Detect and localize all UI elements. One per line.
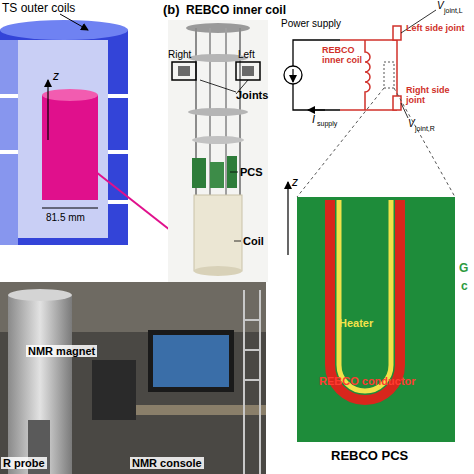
coil-body	[0, 30, 128, 245]
leader-line	[200, 80, 236, 92]
figure-label: Coil	[243, 235, 264, 247]
plate	[192, 136, 244, 144]
leader-line	[234, 241, 241, 242]
figure-label: R probe	[1, 457, 47, 469]
circuit	[284, 10, 455, 197]
figure-label: NMR console	[130, 457, 204, 469]
figure-label: G	[459, 262, 468, 275]
z-axis	[287, 182, 288, 255]
lab-photo	[0, 282, 266, 474]
joint-symbol	[393, 96, 401, 110]
figure-label: V	[408, 118, 415, 129]
joint-frame	[172, 62, 196, 80]
dimension-line	[42, 208, 98, 209]
figure-label: supply	[317, 120, 337, 128]
magnet-top	[8, 289, 72, 301]
coil-gap	[0, 94, 18, 98]
figure-label: 81.5 mm	[46, 212, 85, 223]
figure-label: V	[437, 0, 444, 11]
figure-label: PCS	[240, 166, 263, 178]
coil-bobbin	[194, 195, 242, 271]
figure-label: (b)	[163, 3, 180, 17]
node-heading: REBCO PCS	[331, 449, 408, 463]
current-source	[284, 66, 302, 84]
wire	[293, 84, 340, 110]
joint-symbol	[393, 26, 401, 40]
pcs-callout-box	[384, 62, 394, 88]
figure-label: REBCO inner coil	[322, 46, 364, 66]
figure-label: REBCO inner coil	[186, 4, 286, 17]
figure-label: I	[312, 113, 315, 125]
photo-background	[168, 20, 268, 282]
ladder	[244, 349, 260, 351]
joint	[178, 66, 190, 76]
coil-top	[0, 20, 128, 40]
insert-photo	[168, 20, 268, 282]
photo-background	[0, 282, 266, 474]
coil-gap	[108, 94, 128, 98]
wire	[340, 109, 397, 111]
figure-label: Power supply	[281, 18, 341, 29]
figure-label: z	[53, 70, 59, 83]
pcs-block	[192, 158, 206, 188]
inner-coil-cylinder	[42, 95, 98, 200]
figure-label: joint,L	[444, 7, 463, 15]
monitor	[148, 330, 234, 392]
inner-coil-top	[42, 89, 98, 101]
figure-label: Right side joint	[406, 86, 466, 106]
console-rack	[92, 360, 136, 420]
monitor-screen	[153, 335, 229, 387]
ladder	[259, 290, 261, 474]
figure-label: Right	[168, 49, 191, 60]
plate	[188, 108, 248, 116]
inductor-symbol	[365, 40, 370, 110]
z-axis	[47, 80, 48, 140]
joint-frame	[236, 62, 260, 80]
part-label: REBCO conductor	[319, 375, 416, 387]
coil-gap	[0, 150, 18, 154]
part-label: Heater	[339, 317, 373, 329]
figure-label: Left side joint	[406, 24, 466, 34]
current-arrow	[308, 109, 325, 110]
figure-label: joint,R	[415, 125, 435, 133]
ladder	[244, 379, 260, 381]
leader-line	[230, 172, 238, 173]
ladder	[243, 290, 245, 474]
callout-line	[297, 88, 384, 197]
pcs-case: HeaterREBCO conductorREBCO PCS	[297, 197, 455, 442]
coil-gap	[108, 150, 128, 154]
figure-label: z	[292, 176, 298, 189]
magnet-cryostat	[8, 295, 72, 474]
pcs-block	[210, 162, 224, 188]
figure-label: TS outer coils	[2, 2, 75, 15]
coil-bore	[18, 40, 108, 238]
coil-base	[194, 266, 242, 276]
cut-face	[0, 40, 18, 245]
figure-label: Left	[238, 49, 255, 60]
figure-label: NMR magnet	[26, 345, 97, 357]
source-arrow	[292, 69, 293, 82]
coil-gap	[108, 200, 128, 204]
leader-line	[60, 14, 88, 30]
joint	[242, 66, 254, 76]
figure-label: c	[461, 280, 468, 293]
ladder	[244, 319, 260, 321]
figure-label: Joints	[236, 89, 268, 101]
pcs-block	[227, 156, 237, 188]
wire	[340, 39, 397, 41]
